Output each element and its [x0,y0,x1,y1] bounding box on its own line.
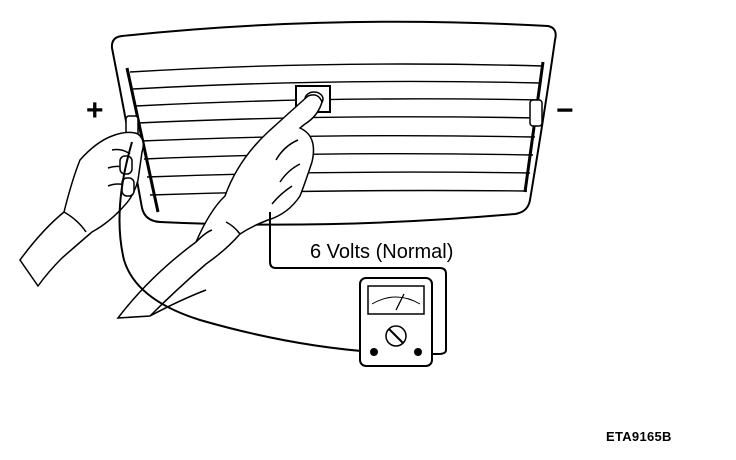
heater-grid-lines [129,63,544,196]
figure-code: ETA9165B [606,429,672,444]
voltmeter [359,277,433,367]
negative-label: − [556,94,574,127]
right-hand [116,94,323,319]
positive-jack [370,348,378,356]
positive-lead [118,141,375,353]
voltage-reading-label: 6 Volts (Normal) [310,241,454,263]
negative-lead [269,212,447,355]
positive-label: + [86,94,104,127]
negative-jack [414,348,422,356]
bus-bar-right [523,61,545,193]
negative-terminal [529,99,543,127]
